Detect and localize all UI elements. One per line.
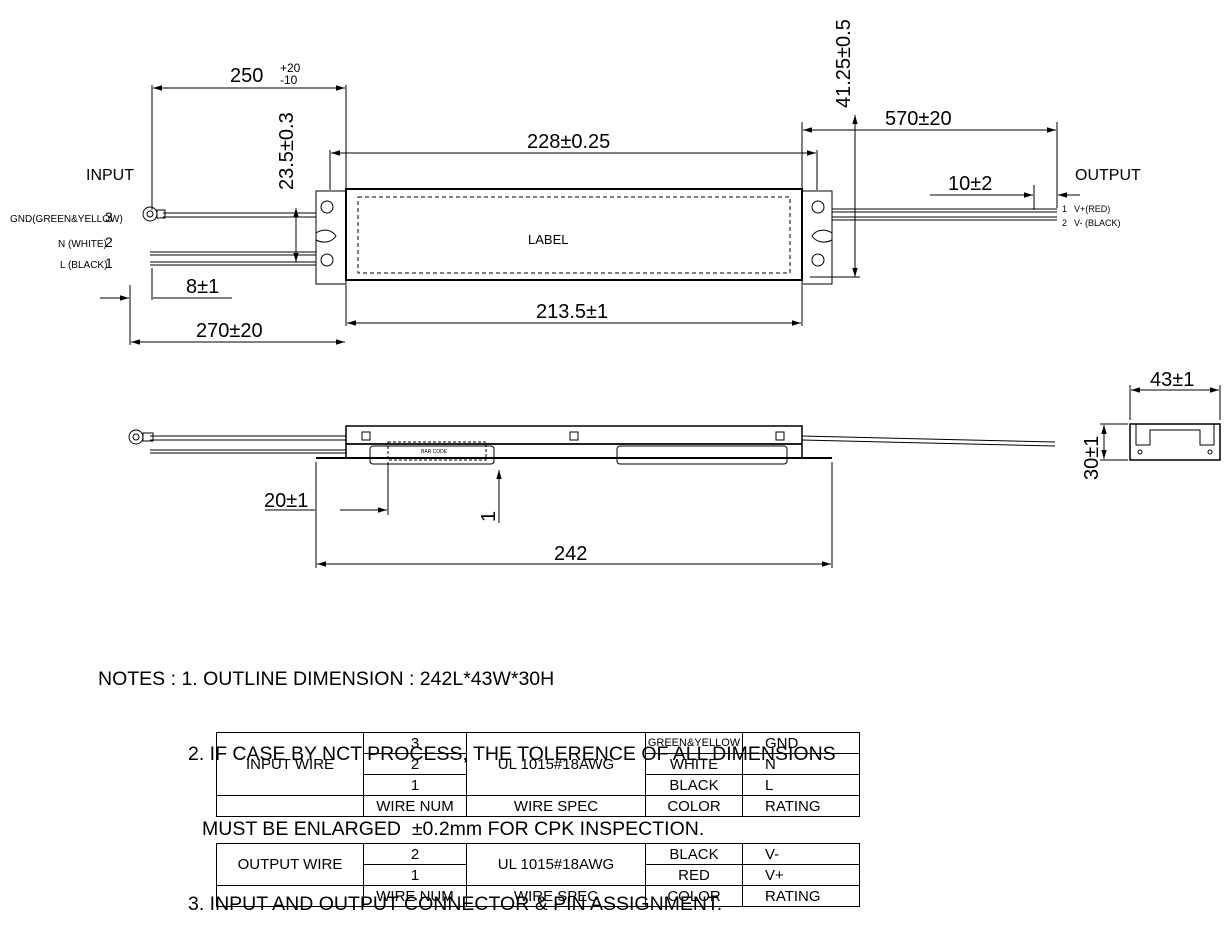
- ring-terminal: [142, 206, 158, 222]
- dim-20: 20±1: [264, 490, 308, 512]
- output-pin-2-name: V- (BLACK): [1074, 218, 1121, 228]
- dim-1: 1: [478, 511, 500, 522]
- side-view: [128, 385, 1221, 568]
- dim-8: 8±1: [186, 276, 219, 298]
- dim-250: 250: [230, 65, 263, 87]
- output-color-2: BLACK: [645, 843, 743, 865]
- output-label: OUTPUT: [1075, 167, 1141, 184]
- input-footer-num: WIRE NUM: [363, 795, 467, 817]
- mechanical-drawing: INPUT OUTPUT LABEL GND(GREEN&YELLOW) 3 N…: [10, 19, 1221, 568]
- mounting-hole: [320, 200, 334, 214]
- dim-242: 242: [554, 543, 587, 565]
- left-mounting-flange: [315, 190, 347, 285]
- input-wire-spec: UL 1015#18AWG: [466, 732, 646, 796]
- label-text: LABEL: [528, 232, 568, 247]
- input-color-1: BLACK: [645, 774, 743, 796]
- dim-250-minus: -10: [280, 73, 298, 87]
- bar-code-area: [387, 441, 487, 461]
- input-pin-1-num: 1: [105, 255, 113, 271]
- dim-228: 228±0.25: [527, 131, 610, 153]
- label-area: [357, 196, 791, 274]
- right-mounting-flange: [801, 190, 833, 285]
- mounting-hole: [320, 253, 334, 267]
- top-view: [100, 85, 1080, 345]
- input-label: INPUT: [86, 167, 134, 184]
- output-footer-color: COLOR: [645, 885, 743, 907]
- input-num-2: 2: [363, 753, 467, 775]
- input-wire-label: INPUT WIRE: [216, 732, 364, 796]
- dim-10: 10±2: [948, 173, 992, 195]
- input-footer-rating: RATING: [742, 795, 860, 817]
- output-pin-1-num: 1: [1062, 204, 1067, 214]
- output-footer-num: WIRE NUM: [363, 885, 467, 907]
- output-pin-1-name: V+(RED): [1074, 204, 1110, 214]
- dim-23-5: 23.5±0.3: [276, 112, 298, 190]
- output-wire-label: OUTPUT WIRE: [216, 843, 364, 886]
- dim-270: 270±20: [196, 320, 263, 342]
- dim-250-plus: +20: [280, 61, 301, 75]
- input-pin-3-num: 3: [105, 209, 113, 225]
- output-color-1: RED: [645, 864, 743, 886]
- input-rating-2: N: [742, 753, 860, 775]
- case-body: [345, 188, 803, 281]
- input-footer-color: COLOR: [645, 795, 743, 817]
- input-color-2: WHITE: [645, 753, 743, 775]
- output-pin-2-num: 2: [1062, 218, 1067, 228]
- input-pin-2-name: N (WHITE): [58, 239, 107, 250]
- output-footer-rating: RATING: [742, 885, 860, 907]
- input-footer-spec: WIRE SPEC: [466, 795, 646, 817]
- output-footer-spec: WIRE SPEC: [466, 885, 646, 907]
- notes-head: NOTES :: [98, 668, 182, 690]
- note-1: 1. OUTLINE DIMENSION : 242L*43W*30H: [181, 668, 555, 690]
- input-num-3: 3: [363, 732, 467, 754]
- input-rating-1: L: [742, 774, 860, 796]
- dim-570: 570±20: [885, 108, 952, 130]
- input-rating-3: GND: [742, 732, 860, 754]
- note-2b: MUST BE ENLARGED ±0.2mm FOR CPK INSPECTI…: [202, 818, 705, 840]
- mounting-hole: [811, 253, 825, 267]
- dim-30: 30±1: [1081, 436, 1103, 480]
- end-view: [1129, 423, 1221, 461]
- output-wire-spec: UL 1015#18AWG: [466, 843, 646, 886]
- dim-43: 43±1: [1150, 369, 1194, 391]
- side-case-top: [345, 425, 803, 445]
- input-pin-1-name: L (BLACK): [60, 260, 107, 271]
- output-wire-table: OUTPUT WIRE 2 UL 1015#18AWG BLACK V- 1 R…: [216, 843, 860, 907]
- input-wire-table: INPUT WIRE 3 UL 1015#18AWG GREEN&YELLOW …: [216, 732, 860, 817]
- input-pin-3-name: GND(GREEN&YELLOW): [10, 214, 123, 225]
- input-pin-2-num: 2: [105, 234, 113, 250]
- mounting-hole: [811, 200, 825, 214]
- bar-code-text: BAR CODE: [421, 449, 448, 455]
- dim-41-25: 41.25±0.5: [833, 19, 855, 108]
- output-num-2: 2: [363, 843, 467, 865]
- input-num-1: 1: [363, 774, 467, 796]
- dim-213-5: 213.5±1: [536, 301, 608, 323]
- output-rating-1: V+: [742, 864, 860, 886]
- input-color-3: GREEN&YELLOW: [645, 732, 743, 754]
- output-num-1: 1: [363, 864, 467, 886]
- output-rating-2: V-: [742, 843, 860, 865]
